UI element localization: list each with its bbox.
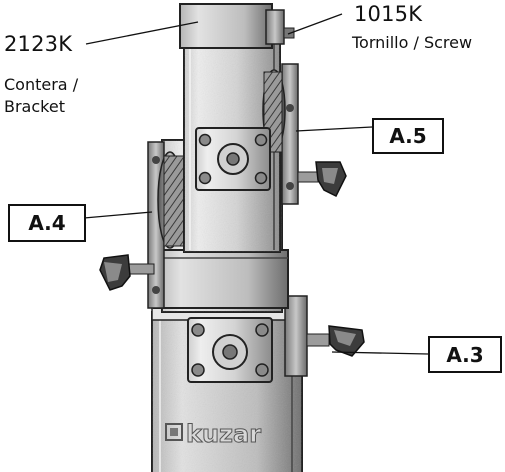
logo-text: kuzar [186,420,261,448]
callout-a3: A.3 [428,336,502,373]
screw-part-number: 1015K [354,2,423,26]
leader-a5 [295,126,373,132]
leader-1015k [287,13,343,35]
a5-pulley-assembly [262,63,347,205]
bracket-part-number: 2123K [4,32,73,56]
leader-lines [83,13,429,355]
leader-2123k [85,21,199,45]
a3-lock-assembly [284,295,365,377]
a4-pulley-assembly [99,141,185,309]
top-bracket-cap [179,3,295,49]
bracket-desc-line1: Contera / [4,75,79,94]
bracket-desc-line2: Bracket [4,97,65,116]
screw-desc: Tornillo / Screw [352,33,473,52]
leader-a4 [83,211,153,219]
kuzar-logo: kuzar [165,420,262,449]
callout-a4: A.4 [8,204,86,242]
leader-a3 [331,351,429,355]
upper-mount-plate [195,127,271,191]
callout-a5: A.5 [372,118,444,154]
lower-mount-plate [187,317,273,383]
